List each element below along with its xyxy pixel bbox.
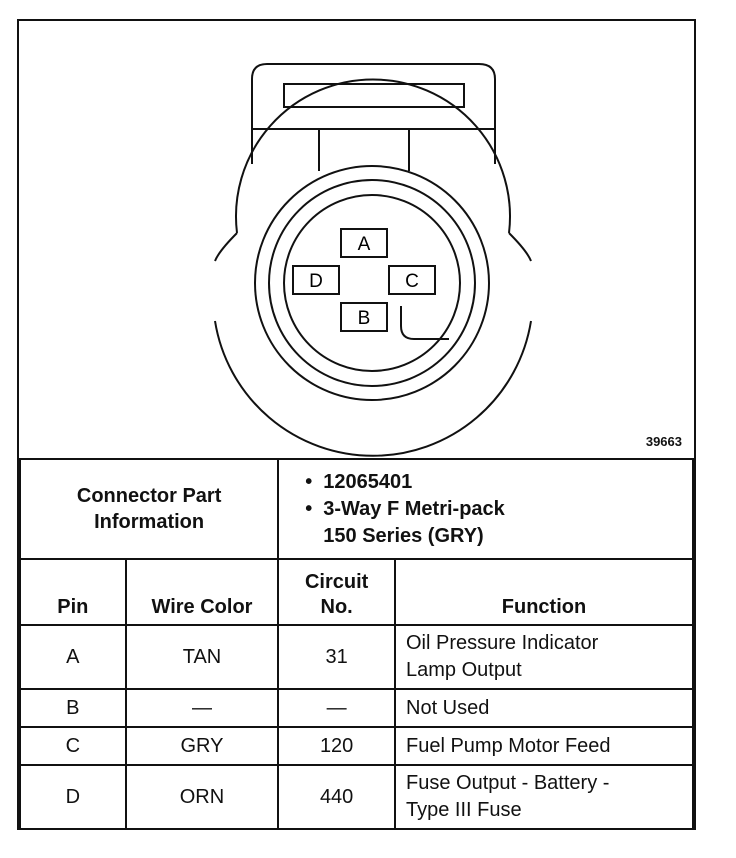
pin-b: B <box>340 302 388 332</box>
circuit-cell: — <box>277 688 396 728</box>
pin-cell: D <box>19 764 127 830</box>
connector-info-row: Connector Part Information •12065401 •3-… <box>18 458 694 560</box>
wire-color-cell: — <box>124 688 280 728</box>
wire-color-cell: ORN <box>124 764 280 830</box>
key-notch <box>400 306 449 340</box>
table-row: A TAN 31 Oil Pressure Indicator Lamp Out… <box>19 624 694 690</box>
figure-id: 39663 <box>645 434 682 449</box>
function-cell: Oil Pressure Indicator Lamp Output <box>394 624 694 690</box>
circuit-cell: 440 <box>277 764 396 830</box>
circuit-cell: 120 <box>277 726 396 766</box>
connector-info-list: •12065401 •3-Way F Metri-pack 150 Series… <box>277 458 694 560</box>
pin-a: A <box>340 228 388 258</box>
connector-diagram: A B C D <box>214 63 532 457</box>
pin-d: D <box>292 265 340 295</box>
pin-c: C <box>388 265 436 295</box>
pin-label: C <box>405 271 419 292</box>
pin-cell: B <box>19 688 127 728</box>
circuit-cell: 31 <box>277 624 396 690</box>
latch-housing <box>251 63 496 164</box>
pin-label: A <box>358 234 371 255</box>
connector-body <box>235 78 511 234</box>
function-cell: Fuel Pump Motor Feed <box>394 726 694 766</box>
table-row: B — — Not Used <box>19 688 694 728</box>
header-circuit-no: Circuit No. <box>277 558 396 626</box>
header-pin: Pin <box>19 558 127 626</box>
table-row: D ORN 440 Fuse Output - Battery - Type I… <box>19 764 694 830</box>
pin-label: B <box>358 308 371 329</box>
wire-color-cell: GRY <box>124 726 280 766</box>
wire-color-cell: TAN <box>124 624 280 690</box>
pin-cell: C <box>19 726 127 766</box>
pin-cell: A <box>19 624 127 690</box>
header-wire-color: Wire Color <box>124 558 280 626</box>
function-cell: Not Used <box>394 688 694 728</box>
list-item: •3-Way F Metri-pack 150 Series (GRY) <box>305 497 505 547</box>
connector-info-label: Connector Part Information <box>18 458 280 560</box>
header-function: Function <box>394 558 694 626</box>
list-item: •12065401 <box>305 470 413 493</box>
table-row: C GRY 120 Fuel Pump Motor Feed <box>19 726 694 766</box>
pin-label: D <box>309 271 323 292</box>
latch-slot <box>283 83 465 108</box>
table-header-row: Pin Wire Color Circuit No. Function <box>19 558 694 626</box>
pinout-table: Connector Part Information •12065401 •3-… <box>18 458 694 830</box>
function-cell: Fuse Output - Battery - Type III Fuse <box>394 764 694 830</box>
connector-ring <box>254 165 490 401</box>
